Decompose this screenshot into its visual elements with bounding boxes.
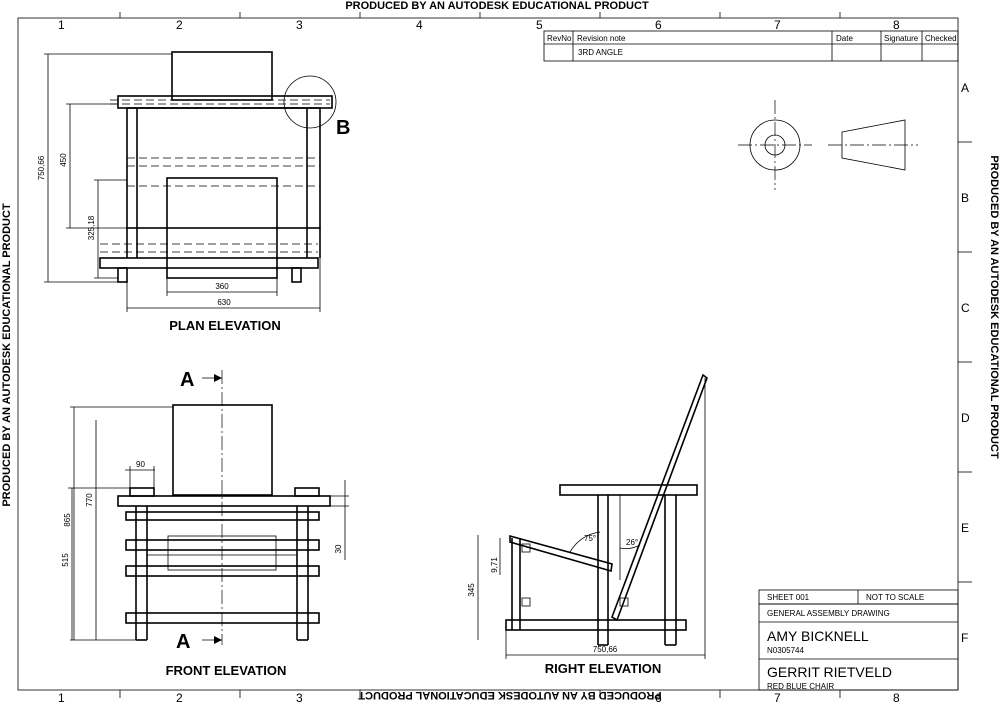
svg-text:345: 345 <box>467 583 476 597</box>
revision-table: RevNo Revision note Date Signature Check… <box>543 30 959 62</box>
svg-text:A: A <box>180 369 194 391</box>
svg-text:325,18: 325,18 <box>87 215 96 240</box>
svg-text:B: B <box>336 117 350 139</box>
svg-text:450: 450 <box>59 153 68 167</box>
svg-text:F: F <box>961 631 968 645</box>
svg-text:C: C <box>961 301 970 315</box>
front-elevation-view: A A 865 770 515 90 30 FRONT ELEVATION <box>61 369 349 678</box>
svg-text:RevNo: RevNo <box>547 34 572 43</box>
watermark-top: PRODUCED BY AN AUTODESK EDUCATIONAL PROD… <box>345 0 649 12</box>
svg-text:RED BLUE CHAIR: RED BLUE CHAIR <box>767 682 834 691</box>
svg-text:GERRIT RIETVELD: GERRIT RIETVELD <box>767 664 892 680</box>
svg-text:RIGHT ELEVATION: RIGHT ELEVATION <box>545 661 662 676</box>
svg-text:Checked: Checked <box>925 34 957 43</box>
svg-text:SHEET 001: SHEET 001 <box>767 593 810 602</box>
svg-text:750,66: 750,66 <box>593 645 618 654</box>
svg-text:A: A <box>176 631 190 653</box>
svg-text:865: 865 <box>63 513 72 527</box>
grid-row-labels: A B C D E F <box>961 81 970 645</box>
grid-column-labels-top: 1 2 3 4 5 6 7 8 <box>58 18 900 32</box>
svg-text:630: 630 <box>217 298 231 307</box>
svg-text:75°: 75° <box>584 534 596 543</box>
svg-text:NOT TO SCALE: NOT TO SCALE <box>866 593 924 602</box>
svg-text:1: 1 <box>58 18 65 32</box>
plan-elevation-view: B 750,66 450 325,18 360 630 PLAN ELEVATI… <box>37 51 350 333</box>
svg-text:A: A <box>961 81 969 95</box>
svg-text:2: 2 <box>176 691 183 704</box>
svg-text:AMY BICKNELL: AMY BICKNELL <box>767 628 869 644</box>
svg-text:360: 360 <box>215 282 229 291</box>
svg-text:8: 8 <box>893 691 900 704</box>
svg-text:90: 90 <box>136 460 145 469</box>
svg-text:N0305744: N0305744 <box>767 646 804 655</box>
watermark-left: PRODUCED BY AN AUTODESK EDUCATIONAL PROD… <box>1 203 13 507</box>
svg-text:Date: Date <box>836 34 853 43</box>
svg-text:750,66: 750,66 <box>37 155 46 180</box>
drawing-border <box>17 17 959 691</box>
svg-text:8: 8 <box>893 18 900 32</box>
svg-text:7: 7 <box>774 18 781 32</box>
svg-text:D: D <box>961 411 970 425</box>
svg-text:3: 3 <box>296 18 303 32</box>
watermark-right: PRODUCED BY AN AUTODESK EDUCATIONAL PROD… <box>988 155 1000 459</box>
svg-text:Revision note: Revision note <box>577 34 626 43</box>
svg-text:6: 6 <box>655 18 662 32</box>
grid-ticks <box>119 12 972 698</box>
svg-text:9,71: 9,71 <box>490 557 499 573</box>
svg-text:Signature: Signature <box>884 34 919 43</box>
svg-text:3RD ANGLE: 3RD ANGLE <box>578 48 623 57</box>
svg-text:GENERAL ASSEMBLY DRAWING: GENERAL ASSEMBLY DRAWING <box>767 609 890 618</box>
svg-text:1: 1 <box>58 691 65 704</box>
svg-text:515: 515 <box>61 553 70 567</box>
svg-text:2: 2 <box>176 18 183 32</box>
svg-text:B: B <box>961 191 969 205</box>
svg-text:770: 770 <box>85 493 94 507</box>
svg-text:6: 6 <box>655 691 662 704</box>
grid-column-labels-bottom: 1 2 3 6 7 8 <box>58 691 900 704</box>
svg-text:PLAN ELEVATION: PLAN ELEVATION <box>169 318 280 333</box>
svg-text:7: 7 <box>774 691 781 704</box>
third-angle-projection-symbol <box>738 100 918 190</box>
right-elevation-view: 75° 26° 9,71 345 750,66 RIGHT ELEVATION <box>467 373 708 676</box>
title-block: SHEET 001 NOT TO SCALE GENERAL ASSEMBLY … <box>758 589 959 691</box>
watermark-bottom: PRODUCED BY AN AUTODESK EDUCATIONAL PROD… <box>358 689 662 701</box>
svg-text:5: 5 <box>536 18 543 32</box>
svg-text:FRONT ELEVATION: FRONT ELEVATION <box>166 663 287 678</box>
svg-text:30: 30 <box>334 544 343 553</box>
svg-text:3: 3 <box>296 691 303 704</box>
svg-text:26°: 26° <box>626 538 638 547</box>
svg-text:4: 4 <box>416 18 423 32</box>
svg-text:E: E <box>961 521 969 535</box>
